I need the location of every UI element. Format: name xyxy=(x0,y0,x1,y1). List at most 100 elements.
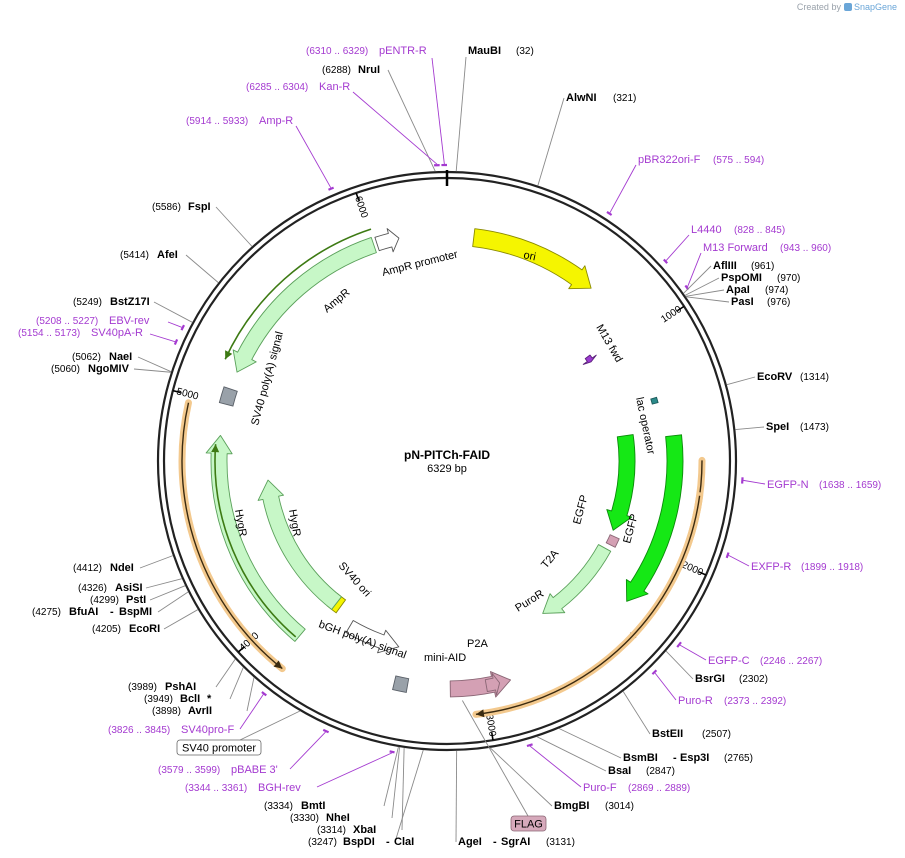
primer-puro-f[interactable]: Puro-F xyxy=(583,782,617,794)
primer-mark-m13-forward[interactable] xyxy=(684,284,690,291)
primer-leader-4 xyxy=(665,234,690,261)
feature-label-sv40-ori: SV40 ori xyxy=(336,560,373,599)
primer-mark-bgh-rev[interactable] xyxy=(389,750,395,754)
feature-mini-aid[interactable] xyxy=(449,671,511,698)
primer-pbabe3[interactable]: pBABE 3' xyxy=(231,764,278,776)
enzyme-aflIII[interactable]: AflIII xyxy=(713,260,737,272)
enzyme-afeI[interactable]: AfeI xyxy=(157,249,178,261)
primer-kan-r[interactable]: Kan-R xyxy=(319,81,350,93)
primer-mark-amp-r[interactable] xyxy=(328,186,335,191)
orf-highlight-hygr[interactable] xyxy=(214,444,297,638)
enzyme-bspMI[interactable]: BspMI xyxy=(119,606,152,618)
enzyme-bfuAI[interactable]: BfuAI xyxy=(69,606,98,618)
enzyme-speI[interactable]: SpeI xyxy=(766,421,789,433)
feature-ori[interactable] xyxy=(472,228,592,290)
feature-sv40-polya[interactable] xyxy=(218,386,238,407)
enzyme-bsrGI[interactable]: BsrGI xyxy=(695,673,725,685)
primer-mark-ebv-rev[interactable] xyxy=(180,324,185,331)
primer-amp-r[interactable]: Amp-R xyxy=(259,115,293,127)
enzyme-ageI[interactable]: AgeI xyxy=(458,836,482,848)
feature-egfp-1[interactable] xyxy=(606,434,636,531)
enzyme-asiSI[interactable]: AsiSI xyxy=(115,582,143,594)
feature-hygr-1[interactable] xyxy=(257,479,342,610)
feature-p2a[interactable] xyxy=(484,672,501,696)
enzyme-bstZ17I[interactable]: BstZ17I xyxy=(110,296,150,308)
snapgene-logo-icon xyxy=(843,3,852,11)
primer-sv40pa-r[interactable]: SV40pA-R xyxy=(91,327,143,339)
primer-mark-pbr322ori-f[interactable] xyxy=(606,211,613,216)
primer-m13-forward[interactable]: M13 Forward xyxy=(703,242,768,254)
sv40-promoter-leader xyxy=(239,710,301,741)
primer-mark-egfp-c[interactable] xyxy=(676,641,682,648)
flag-box[interactable]: FLAG xyxy=(510,815,547,832)
sv40-promoter-box[interactable]: SV40 promoter xyxy=(176,739,262,756)
enzyme-ecoRV[interactable]: EcoRV xyxy=(757,371,793,383)
feature-egfp-2[interactable] xyxy=(625,434,684,602)
feature-puror[interactable] xyxy=(542,544,612,614)
enzyme-bsaI[interactable]: BsaI xyxy=(608,765,631,777)
enzyme-mauBI[interactable]: MauBI xyxy=(468,45,501,57)
enzyme-bclI[interactable]: BclI xyxy=(180,693,200,705)
feature-label-m13-fwd: M13 fwd xyxy=(593,323,624,365)
primer-mark-sv40pro-f[interactable] xyxy=(261,691,267,697)
feature-bgh-polya[interactable] xyxy=(392,675,410,693)
primer-pbr322ori-f[interactable]: pBR322ori-F xyxy=(638,154,701,166)
enzyme-ndeI[interactable]: NdeI xyxy=(110,562,134,574)
enzyme-bstEII[interactable]: BstEII xyxy=(652,728,683,740)
primer-mark-puro-f[interactable] xyxy=(526,743,533,748)
primer-mark-l4440[interactable] xyxy=(663,258,669,264)
enzyme-bspDI[interactable]: BspDI xyxy=(343,836,375,848)
enzyme-fspI[interactable]: FspI xyxy=(188,201,211,213)
feature-ampr[interactable] xyxy=(232,237,377,373)
enzyme-esp3I-prefix: - xyxy=(673,752,677,764)
enzyme-bmgBI[interactable]: BmgBI xyxy=(554,800,589,812)
enzyme-alwNI[interactable]: AlwNI xyxy=(566,92,597,104)
enzyme-avrII[interactable]: AvrII xyxy=(188,705,212,717)
enzyme-bmtI[interactable]: BmtI xyxy=(301,800,325,812)
enzyme-nruI[interactable]: NruI xyxy=(358,64,380,76)
enzyme-leader-24 xyxy=(145,578,183,589)
enzyme-sgrAI[interactable]: SgrAI xyxy=(501,836,530,848)
primer-puro-r[interactable]: Puro-R xyxy=(678,695,713,707)
enzyme-pshAI[interactable]: PshAI xyxy=(165,681,196,693)
primer-mark-puro-r[interactable] xyxy=(651,669,658,675)
orf-highlight-ampr[interactable] xyxy=(224,228,372,360)
feature-hygr-2[interactable] xyxy=(205,434,306,642)
enzyme-pspOMI[interactable]: PspOMI xyxy=(721,272,762,284)
primer-pentr-r[interactable]: pENTR-R xyxy=(379,45,427,57)
primer-egfp-n[interactable]: EGFP-N xyxy=(767,479,809,491)
primer-leader-13 xyxy=(316,752,393,788)
enzyme-pasI[interactable]: PasI xyxy=(731,296,754,308)
enzyme-ecoRI[interactable]: EcoRI xyxy=(129,623,160,635)
primer-bgh-rev[interactable]: BGH-rev xyxy=(258,782,301,794)
enzyme-ngoMIV[interactable]: NgoMIV xyxy=(88,363,130,375)
feature-lac-operator[interactable] xyxy=(650,396,659,405)
enzyme-leader-21 xyxy=(163,609,199,630)
enzyme-bsmBI[interactable]: BsmBI xyxy=(623,752,658,764)
feature-t2a[interactable] xyxy=(605,534,620,548)
primer-l4440[interactable]: L4440 xyxy=(691,224,722,236)
primer-ebv-rev[interactable]: EBV-rev xyxy=(109,315,150,327)
primer-sv40pro-f[interactable]: SV40pro-F xyxy=(181,724,234,736)
primer-pos-pbr322ori-f: (575 .. 594) xyxy=(713,155,764,166)
primer-exfp-r[interactable]: EXFP-R xyxy=(751,561,791,573)
enzyme-sgrAI-prefix: - xyxy=(493,836,497,848)
enzyme-xbaI[interactable]: XbaI xyxy=(353,824,376,836)
orf-highlight-puro[interactable] xyxy=(475,495,701,716)
enzyme-apaI[interactable]: ApaI xyxy=(726,284,750,296)
primer-egfp-c[interactable]: EGFP-C xyxy=(708,655,750,667)
orf-highlight-left[interactable] xyxy=(181,402,283,670)
primer-mark-pbabe3[interactable] xyxy=(322,728,330,734)
enzyme-pstI[interactable]: PstI xyxy=(126,594,146,606)
enzyme-claI[interactable]: ClaI xyxy=(394,836,414,848)
feature-ampr-promoter[interactable] xyxy=(374,228,400,253)
feature-bgh-hollow[interactable] xyxy=(345,620,400,654)
enzyme-nheI[interactable]: NheI xyxy=(326,812,350,824)
enzyme-naeI[interactable]: NaeI xyxy=(109,351,132,363)
enzyme-esp3I[interactable]: Esp3I xyxy=(680,752,709,764)
primer-mark-exfp-r[interactable] xyxy=(725,552,730,559)
primer-pos-pentr-r: (6310 .. 6329) xyxy=(306,46,368,57)
orf-highlight-hygr-head xyxy=(211,444,220,453)
feature-m13-fwd[interactable] xyxy=(582,354,597,365)
primer-mark-sv40pa-r[interactable] xyxy=(173,338,179,345)
